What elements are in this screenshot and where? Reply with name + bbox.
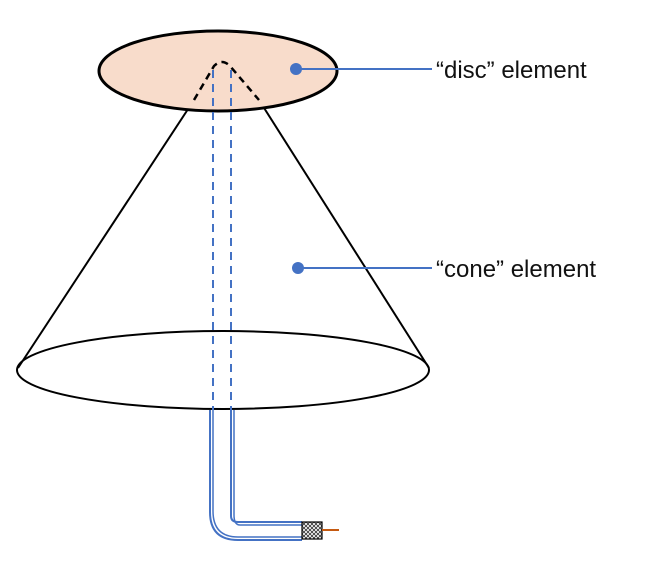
disc-element-label: “disc” element: [436, 57, 587, 84]
cone-callout-dot: [292, 262, 304, 274]
cone-right-edge: [258, 99, 430, 369]
cone-apex-dashed: [192, 60, 260, 101]
disc-element: [97, 29, 339, 113]
coax-cable-outer: [209, 410, 302, 541]
cone-left-edge: [17, 99, 195, 369]
coax-cable-outer-inner-line: [212, 410, 302, 538]
cone-base-ellipse: [16, 330, 430, 410]
cone-element-label: “cone” element: [436, 256, 596, 283]
disc-callout-dot: [290, 63, 302, 75]
coax-cable-inner: [230, 410, 302, 523]
coax-cable-inner-line2: [233, 410, 302, 526]
coax-connector: [301, 521, 323, 540]
